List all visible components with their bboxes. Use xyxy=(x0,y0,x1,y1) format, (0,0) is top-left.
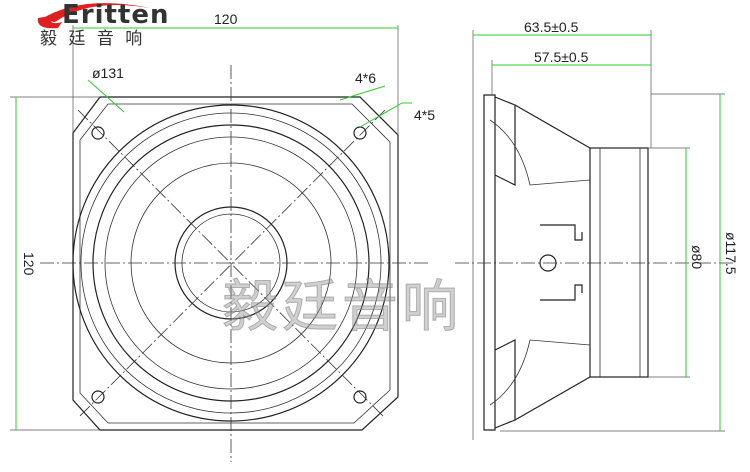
height-dimension: 120 xyxy=(21,252,37,276)
magnet-diameter-dimension: ø80 xyxy=(689,245,705,269)
outer-diameter-dimension: ø117.5 xyxy=(723,232,739,275)
slot-dimension: 4*6 xyxy=(355,70,376,86)
front-flange xyxy=(483,94,496,431)
diameter-dimension: ø131 xyxy=(92,65,124,81)
frame-outline xyxy=(72,96,399,431)
total-depth-dimension: 63.5±0.5 xyxy=(524,19,579,35)
side-view xyxy=(455,30,735,440)
hole-dimension: 4*5 xyxy=(414,107,435,123)
basket-depth-dimension: 57.5±0.5 xyxy=(534,49,589,65)
width-dimension: 120 xyxy=(214,11,238,27)
logo-e xyxy=(37,16,62,29)
terminal xyxy=(540,224,583,301)
watermark: 毅廷音响 xyxy=(222,275,462,340)
brand-chinese-name: 毅 廷 音 响 xyxy=(40,29,146,49)
logo-swoosh xyxy=(40,3,150,22)
basket xyxy=(514,104,591,421)
magnet xyxy=(589,147,649,378)
front-view xyxy=(10,25,430,462)
brand-logo: Eritten xyxy=(62,0,170,30)
mounting-holes xyxy=(91,126,367,404)
